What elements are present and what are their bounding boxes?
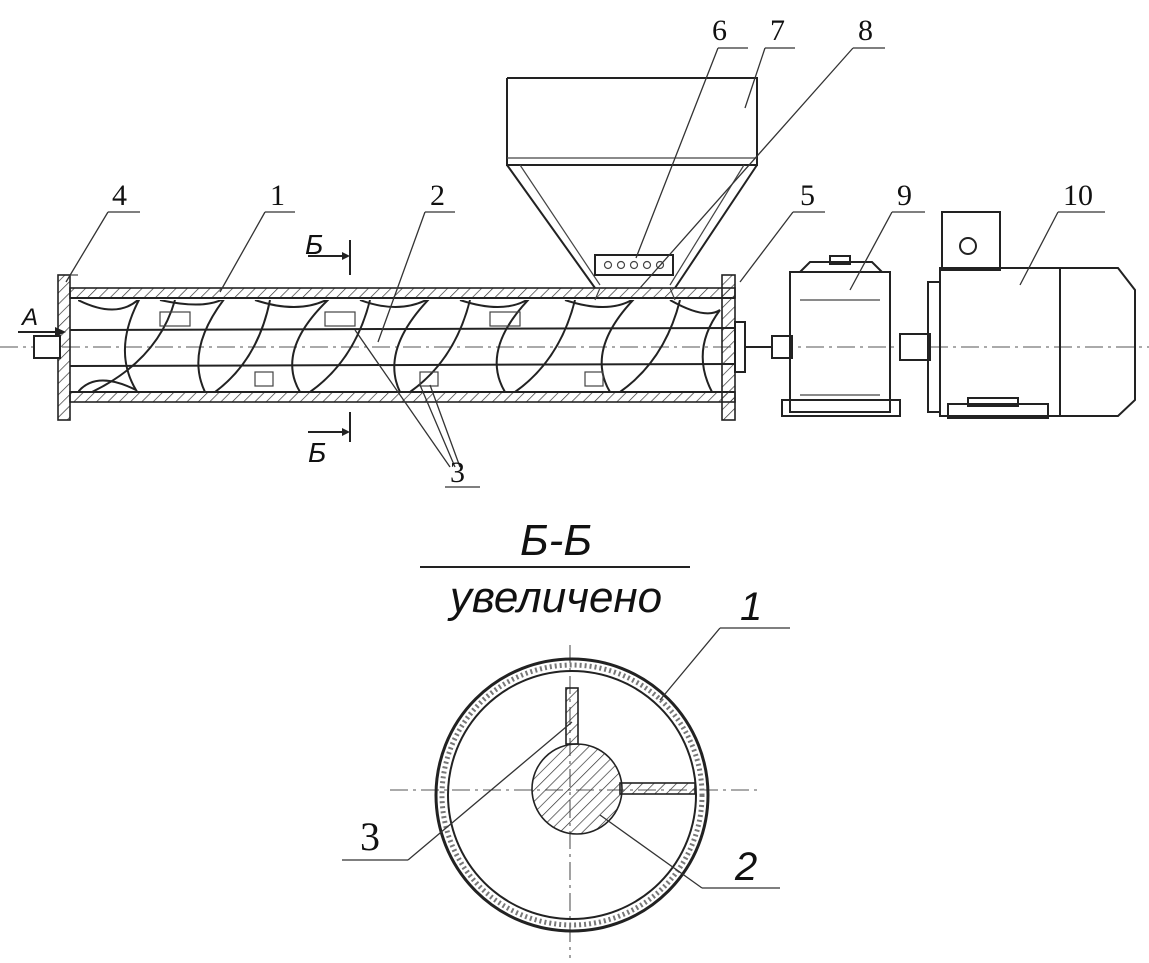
label-5: 5: [800, 179, 815, 212]
label-3: 3: [450, 456, 465, 489]
detail-leaders: [342, 627, 790, 889]
detail-label-3: 3: [360, 814, 380, 859]
section-title-text: Б-Б: [520, 516, 592, 565]
label-10: 10: [1063, 179, 1093, 212]
arrow-a-label: А: [20, 304, 38, 331]
leaders: [65, 47, 1105, 488]
gearbox: [745, 255, 901, 417]
section-marks: Б Б: [305, 229, 351, 468]
label-6: 6: [712, 14, 727, 47]
label-2: 2: [430, 179, 445, 212]
section-title: Б-Б увеличено: [420, 516, 690, 622]
detail-label-1: 1: [740, 585, 762, 629]
cross-section: [390, 645, 760, 958]
label-1: 1: [270, 179, 285, 212]
detail-label-2: 2: [734, 845, 757, 889]
electric-motor: [899, 211, 1136, 419]
ribs: [159, 311, 604, 387]
section-mark-bottom: Б: [308, 437, 326, 468]
right-flange: [721, 274, 746, 421]
label-4: 4: [112, 179, 127, 212]
input-shaft: [33, 335, 61, 359]
hopper: [506, 77, 758, 301]
tube-body: [69, 287, 736, 403]
label-7: 7: [770, 14, 785, 47]
holes: [594, 254, 674, 276]
label-9: 9: [897, 179, 912, 212]
label-8: 8: [858, 14, 873, 47]
screw-flights: [78, 300, 721, 392]
section-mark-top: Б: [305, 229, 323, 260]
arrow-a: А: [18, 304, 66, 337]
section-subtitle-text: увеличено: [447, 573, 662, 622]
